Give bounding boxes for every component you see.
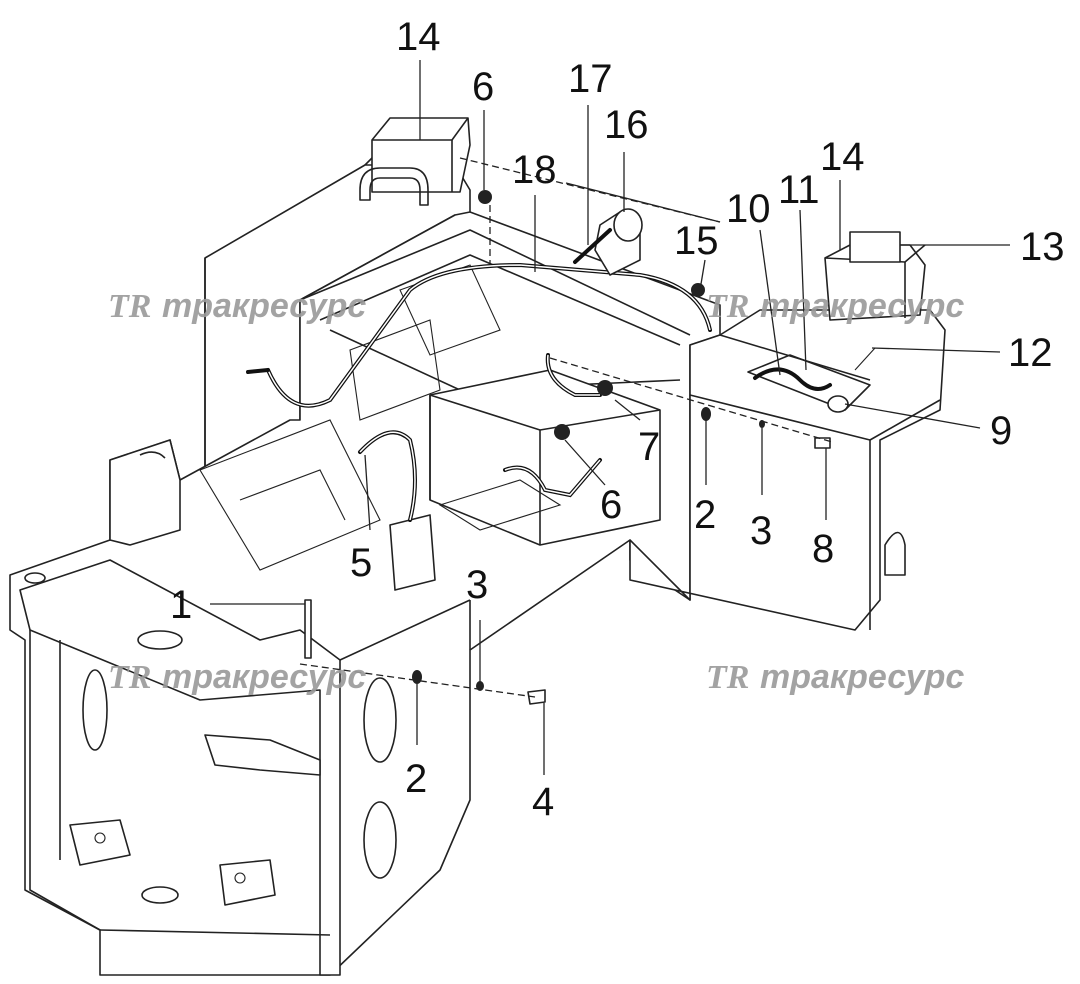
callout-5: 5 [350,541,372,585]
leader-lines [210,60,1010,775]
callout-2-left: 2 [405,757,427,801]
svg-text:тракресурс: тракресурс [760,287,964,325]
watermark-right-top: ТR тракресурс [706,287,964,325]
svg-text:тракресурс: тракресурс [162,658,366,696]
callout-14-right: 14 [820,135,865,179]
svg-text:тракресурс: тракресурс [162,287,366,325]
watermark-bottom-left: ТR тракресурс [108,658,366,696]
svg-text:ТR: ТR [706,659,749,696]
callout-2-right: 2 [694,493,716,537]
svg-text:тракресурс: тракресурс [760,658,964,696]
svg-text:ТR: ТR [108,288,151,325]
callout-8: 8 [812,527,834,571]
callout-18: 18 [512,148,557,192]
watermark-top: ТR тракресурс [108,287,366,325]
callout-6-mid: 6 [600,483,622,527]
callout-6-top: 6 [472,65,494,109]
callout-10: 10 [726,187,771,231]
callout-13: 13 [1020,225,1065,269]
watermarks: ТR тракресурс ТR тракресурс ТR тракресур… [108,287,964,696]
callout-17: 17 [568,57,613,101]
callout-16: 16 [604,103,649,147]
callout-4: 4 [532,780,554,824]
watermark-bottom-right: ТR тракресурс [706,658,964,696]
callout-1: 1 [170,583,192,627]
callout-12: 12 [1008,331,1053,375]
wiring-harness [246,262,832,522]
svg-text:ТR: ТR [706,288,749,325]
callout-3-left: 3 [466,563,488,607]
callout-11: 11 [778,168,820,212]
svg-text:ТR: ТR [108,659,151,696]
callout-7: 7 [638,425,660,469]
main-frame [9,211,721,976]
callout-3-right: 3 [750,509,772,553]
hardware-parts [304,190,876,705]
callout-15: 15 [674,219,719,263]
callouts: 14 6 17 16 18 14 10 11 15 13 12 9 7 6 2 … [170,15,1065,824]
battery-box [629,231,946,631]
cover-box-left [359,117,471,206]
callout-9: 9 [990,409,1012,453]
callout-14-left: 14 [396,15,441,59]
